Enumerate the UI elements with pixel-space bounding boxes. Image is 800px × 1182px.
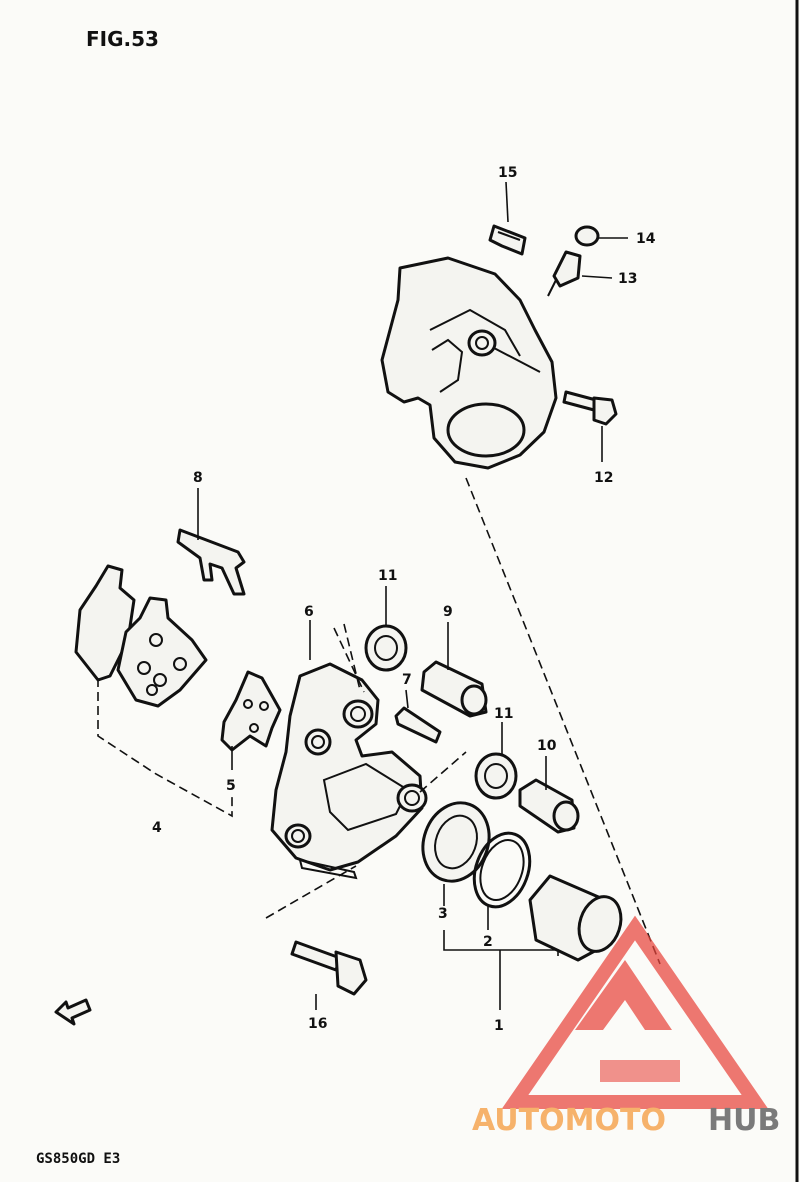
callout-12: 12 — [594, 470, 613, 486]
slide-pin-boot-upper — [364, 624, 408, 672]
bleeder-valve — [547, 250, 582, 297]
model-code: GS850GD E3 — [36, 1151, 120, 1167]
watermark-text-part1: AUTOMOTO — [472, 1103, 666, 1138]
leader-lines — [197, 181, 628, 1010]
callout-10: 10 — [537, 738, 557, 754]
pad-clip — [488, 224, 527, 256]
brake-pad-inner — [116, 596, 208, 708]
callout-13: 13 — [618, 271, 637, 287]
callout-4: 4 — [152, 820, 162, 836]
callout-11-lower: 11 — [494, 706, 513, 722]
slide-pin-upper — [420, 660, 488, 718]
caliper-bolt-lower — [290, 940, 368, 996]
bleeder-cap — [574, 225, 600, 247]
watermark-text-part2: HUB — [708, 1103, 780, 1138]
assembly-lines — [97, 477, 661, 965]
callout-9: 9 — [443, 604, 453, 620]
pad-retainer — [176, 528, 246, 596]
caliper-bolt-upper — [562, 390, 618, 426]
callout-5: 5 — [226, 778, 236, 794]
brake-pad-outer — [74, 564, 136, 682]
figure-title: FIG.53 — [86, 27, 159, 51]
watermark-text: AUTOMOTO HUB — [472, 1103, 780, 1138]
piston — [528, 874, 623, 962]
anti-rattle-spring — [220, 670, 282, 752]
callout-labels: 15 14 13 12 8 11 9 6 7 11 10 5 4 3 2 16 … — [152, 165, 656, 1034]
watermark-logo — [501, 915, 769, 1109]
callout-1: 1 — [494, 1018, 504, 1034]
callout-8: 8 — [193, 470, 203, 486]
callout-2: 2 — [483, 934, 493, 950]
front-arrow-icon — [54, 998, 92, 1026]
pad-pin — [394, 706, 442, 744]
callout-15: 15 — [498, 165, 517, 181]
slide-pin-boot-lower — [474, 752, 518, 800]
caliper-assembly — [380, 256, 558, 470]
piston-seal — [472, 831, 532, 909]
callout-11-upper: 11 — [378, 568, 397, 584]
callout-7: 7 — [402, 672, 412, 688]
dust-seal — [421, 801, 491, 883]
caliper-bracket — [270, 662, 428, 880]
callout-16: 16 — [308, 1016, 327, 1032]
callout-3: 3 — [438, 906, 448, 922]
callout-14: 14 — [636, 231, 656, 247]
callout-6: 6 — [304, 604, 314, 620]
slide-pin-lower — [518, 778, 580, 834]
